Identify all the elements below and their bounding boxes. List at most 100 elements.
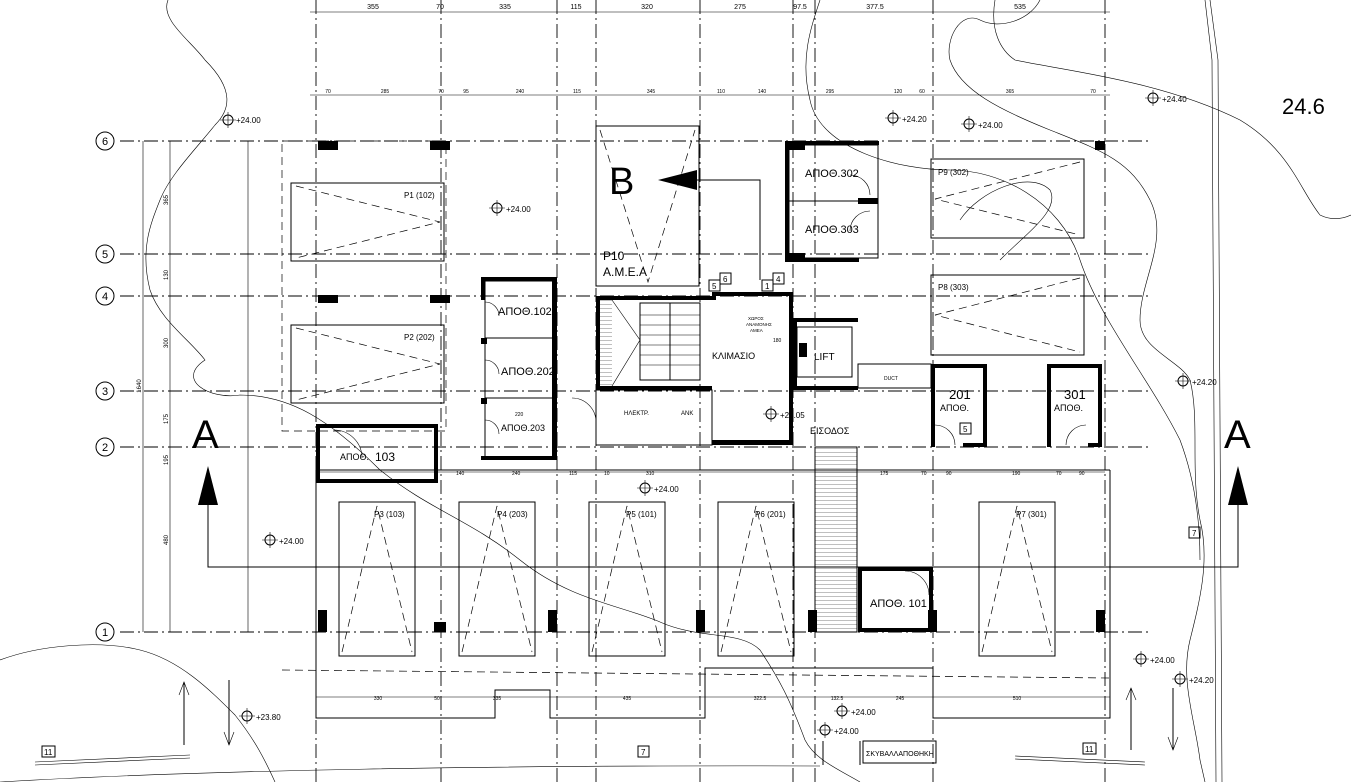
svg-text:50: 50 [434, 696, 440, 702]
svg-text:7: 7 [641, 748, 646, 757]
svg-text:ΑΜΕΑ: ΑΜΕΑ [750, 328, 763, 333]
svg-text:ΧΩΡΟΣ: ΧΩΡΟΣ [748, 316, 764, 321]
room-apoth-302: ΑΠΟΘ.302 [805, 168, 859, 180]
skyvalapothiki: ΣΚΥΒΑΛΛΑΠΟΘΗΚΗ [866, 751, 934, 758]
room-lift: LIFT [814, 352, 835, 363]
svg-text:140: 140 [456, 471, 465, 477]
room-klimasio: ΚΛΙΜΑΣΙΟ [712, 351, 755, 361]
svg-text:+24.00: +24.00 [236, 116, 261, 125]
svg-text:115: 115 [570, 4, 581, 11]
axis-4: 4 [102, 291, 108, 303]
svg-text:300: 300 [164, 337, 170, 348]
svg-text:+24.20: +24.20 [1192, 378, 1217, 387]
svg-text:175: 175 [880, 471, 889, 477]
svg-text:+24.00: +24.00 [978, 121, 1003, 130]
axis-1: 1 [102, 627, 108, 639]
room-apoth-301: ΑΠΟΘ. [1054, 403, 1083, 413]
svg-text:6: 6 [723, 275, 728, 284]
storage-rooms-top-right: ΑΠΟΘ.302 ΑΠΟΘ.303 [785, 141, 879, 262]
svg-text:+24.00: +24.00 [654, 485, 679, 494]
svg-text:70: 70 [438, 89, 444, 95]
site-bottom: ΣΚΥΒΑΛΛΑΠΟΘΗΚΗ [0, 680, 1179, 782]
svg-text:365: 365 [1006, 89, 1015, 95]
svg-text:1640: 1640 [137, 379, 143, 393]
bottom-dimensions: 330 50 335 435 322.5 132.5 245 510 [316, 696, 1110, 702]
svg-text:5: 5 [712, 282, 717, 291]
room-apoth-201-num: 201 [949, 387, 971, 402]
svg-text:+24.00: +24.00 [506, 205, 531, 214]
svg-text:320: 320 [641, 4, 653, 11]
room-apoth-102: ΑΠΟΘ.102 [498, 306, 552, 318]
svg-text:330: 330 [374, 696, 383, 702]
svg-text:130: 130 [164, 269, 170, 280]
parking-p10: P10 [603, 249, 625, 263]
axis-5: 5 [102, 249, 108, 261]
svg-text:322.5: 322.5 [754, 696, 767, 702]
svg-text:510: 510 [1013, 696, 1022, 702]
room-apoth-301-num: 301 [1064, 387, 1086, 402]
section-markers: A A B [192, 161, 1251, 568]
storage-rooms-left: ΑΠΟΘ.102 ΑΠΟΘ.202 ΑΠΟΘ.203 ΑΠΟΘ. 103 [316, 277, 557, 483]
core-stair-lift: ΚΛΙΜΑΣΙΟ ΧΩΡΟΣ ΑΝΑΜΟΝΗΣ ΑΜΕΑ LIFT ΗΛΕΚΤΡ… [571, 292, 932, 633]
svg-text:10: 10 [604, 471, 610, 477]
svg-text:60: 60 [919, 89, 925, 95]
room-ank: ΑΝΚ [681, 411, 693, 417]
parking-p7: P7 (301) [1016, 510, 1047, 519]
building-outline [281, 140, 1111, 719]
axis-3: 3 [102, 386, 108, 398]
svg-text:335: 335 [493, 696, 502, 702]
svg-text:180: 180 [773, 338, 782, 344]
svg-text:335: 335 [499, 4, 511, 11]
svg-text:7: 7 [1192, 529, 1197, 538]
svg-text:120: 120 [894, 89, 903, 95]
parking-p8: P8 (303) [938, 283, 969, 292]
parking-p1: P1 (102) [404, 191, 435, 200]
svg-text:+23.80: +23.80 [256, 713, 281, 722]
svg-text:11: 11 [44, 748, 53, 757]
svg-text:11: 11 [1085, 745, 1094, 754]
svg-text:310: 310 [646, 471, 655, 477]
svg-text:275: 275 [734, 4, 746, 11]
svg-text:132.5: 132.5 [831, 696, 844, 702]
top-dimensions: 355 70 335 115 320 275 97.5 377.5 535 70… [310, 4, 1110, 96]
storage-rooms-right: 201 ΑΠΟΘ. 301 ΑΠΟΘ. ΑΠΟΘ. 101 [858, 364, 1102, 632]
structural-grid [120, 0, 1150, 782]
svg-text:97.5: 97.5 [793, 4, 807, 11]
room-apoth-201: ΑΠΟΘ. [940, 403, 969, 413]
room-apoth-103: ΑΠΟΘ. [340, 452, 369, 462]
room-ilektr: ΗΛΕΚΤΡ. [624, 411, 649, 417]
room-eisodos: ΕΙΣΟΔΟΣ [810, 426, 850, 436]
columns [318, 141, 1105, 632]
section-a-left: A [192, 413, 219, 457]
svg-text:240: 240 [512, 471, 521, 477]
svg-text:175: 175 [164, 413, 170, 424]
svg-text:295: 295 [826, 89, 835, 95]
left-dimensions: 365 130 300 175 195 480 1640 [137, 141, 249, 632]
svg-text:345: 345 [647, 89, 656, 95]
room-apoth-303: ΑΠΟΘ.303 [805, 224, 859, 236]
svg-text:195: 195 [164, 454, 170, 465]
svg-text:535: 535 [1014, 4, 1026, 11]
svg-text:245: 245 [896, 696, 905, 702]
axis-6: 6 [102, 136, 108, 148]
parking-p3: P3 (103) [374, 510, 405, 519]
room-duct: DUCT [884, 376, 898, 382]
svg-text:ΑΝΑΜΟΝΗΣ: ΑΝΑΜΟΝΗΣ [746, 322, 772, 327]
svg-text:355: 355 [367, 4, 379, 11]
tag-boxes: 5 6 1 4 5 7 7 11 11 [41, 272, 1201, 758]
level-value-large: 24.6 [1282, 94, 1325, 119]
svg-text:240: 240 [516, 89, 525, 95]
svg-text:115: 115 [569, 471, 577, 477]
svg-text:+24.00: +24.00 [279, 537, 304, 546]
parking-p6: P6 (201) [755, 510, 786, 519]
svg-text:70: 70 [1056, 471, 1062, 477]
room-apoth-203: ΑΠΟΘ.203 [501, 423, 545, 433]
axis-2: 2 [102, 442, 108, 454]
svg-text:5: 5 [963, 425, 968, 434]
svg-text:285: 285 [381, 89, 390, 95]
svg-text:190: 190 [1012, 471, 1021, 477]
svg-text:220: 220 [515, 412, 524, 418]
room-apoth-103-num: 103 [375, 450, 395, 464]
section-a-right: A [1224, 413, 1251, 457]
